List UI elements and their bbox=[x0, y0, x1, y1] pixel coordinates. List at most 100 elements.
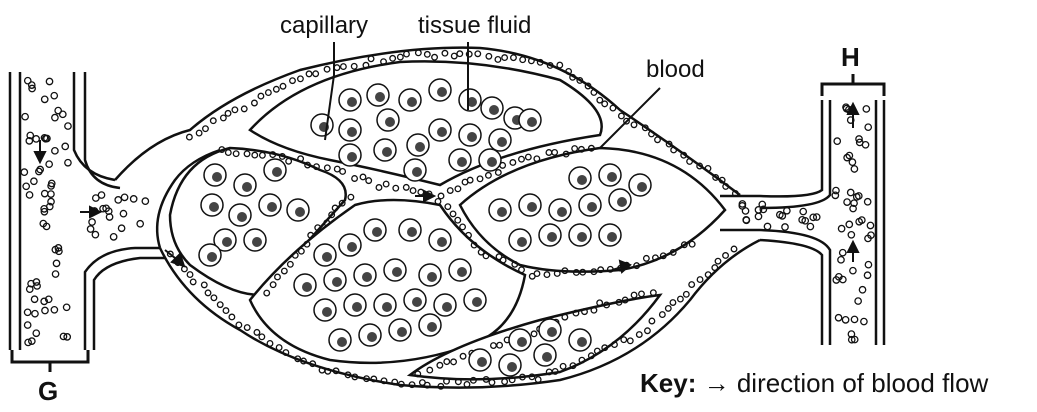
tissue-cell bbox=[329, 329, 351, 351]
blood-cell bbox=[442, 50, 448, 56]
blood-cell bbox=[23, 183, 29, 189]
tissue-cell bbox=[339, 119, 361, 141]
blood-cell bbox=[782, 224, 788, 230]
blood-cell bbox=[313, 71, 319, 77]
blood-cell bbox=[325, 165, 331, 171]
tissue-cell bbox=[429, 79, 451, 101]
blood-cell bbox=[689, 282, 695, 288]
blood-cell bbox=[87, 226, 93, 232]
blood-cell bbox=[190, 279, 196, 285]
tissue-cell bbox=[481, 97, 503, 119]
blood-cell bbox=[266, 90, 272, 96]
tissue-cell bbox=[367, 84, 389, 106]
blood-cell bbox=[26, 192, 32, 198]
blood-cell bbox=[425, 52, 431, 58]
blood-cell bbox=[280, 83, 286, 89]
blood-cell bbox=[110, 234, 116, 240]
blood-cell bbox=[467, 177, 473, 183]
blood-cell bbox=[621, 337, 627, 343]
blood-cell bbox=[723, 253, 729, 259]
blood-cell bbox=[118, 225, 124, 231]
tissue-cell bbox=[364, 219, 386, 241]
blood-cell bbox=[631, 122, 637, 128]
blood-cell bbox=[445, 204, 451, 210]
blood-cell bbox=[137, 221, 143, 227]
blood-cell bbox=[496, 170, 502, 176]
blood-cell bbox=[24, 309, 30, 315]
blood-cell bbox=[712, 265, 718, 271]
blood-cell bbox=[383, 181, 389, 187]
blood-cell bbox=[519, 156, 525, 162]
blood-cell bbox=[48, 191, 54, 197]
tissue-cell bbox=[509, 329, 531, 351]
blood-cell bbox=[865, 124, 871, 130]
tissue-cell bbox=[294, 274, 316, 296]
blood-cell bbox=[418, 189, 424, 195]
tissue-cell bbox=[359, 324, 381, 346]
blood-cell bbox=[52, 114, 58, 120]
blood-cell bbox=[42, 96, 48, 102]
tissue-cell bbox=[434, 294, 456, 316]
blood-cell bbox=[53, 260, 59, 266]
blood-cell bbox=[42, 190, 48, 196]
blood-cell bbox=[477, 176, 483, 182]
blood-cell bbox=[844, 199, 850, 205]
blood-cell bbox=[221, 115, 227, 121]
tissue-cell bbox=[384, 259, 406, 281]
blood-cell bbox=[24, 322, 30, 328]
tissue-cell bbox=[449, 259, 471, 281]
blood-cell bbox=[274, 86, 280, 92]
tissue-cell bbox=[419, 264, 441, 286]
blood-cell bbox=[42, 307, 48, 313]
tissue-cell bbox=[314, 244, 336, 266]
tissue-cell bbox=[419, 314, 441, 336]
blood-cell bbox=[21, 169, 27, 175]
tissue-cell bbox=[399, 219, 421, 241]
blood-cell bbox=[838, 225, 844, 231]
blood-cell bbox=[201, 282, 207, 288]
blood-cell bbox=[552, 150, 558, 156]
tissue-lobes bbox=[170, 61, 725, 379]
blood-cell bbox=[334, 65, 340, 71]
tissue-cell bbox=[389, 319, 411, 341]
tissue-cell bbox=[629, 174, 651, 196]
blood-cell bbox=[52, 271, 58, 277]
blood-cell bbox=[636, 332, 642, 338]
blood-cell bbox=[210, 118, 216, 124]
tissue-cell bbox=[449, 149, 471, 171]
tissue-cell bbox=[311, 114, 333, 136]
blood-cell bbox=[267, 341, 273, 347]
blood-cell bbox=[65, 123, 71, 129]
blood-cell bbox=[33, 330, 39, 336]
tissue-cell bbox=[509, 229, 531, 251]
blood-cell bbox=[416, 50, 422, 56]
blood-cell bbox=[610, 105, 616, 111]
tissue-cell bbox=[377, 109, 399, 131]
blood-cell bbox=[859, 287, 865, 293]
blood-cell bbox=[217, 302, 223, 308]
tissue-cell bbox=[374, 139, 396, 161]
tissue-cell bbox=[429, 229, 451, 251]
blood-cell bbox=[63, 304, 69, 310]
blood-cell bbox=[697, 277, 703, 283]
blood-cell bbox=[475, 51, 481, 57]
tissue-cell bbox=[234, 174, 256, 196]
tissue-cell bbox=[534, 344, 556, 366]
blood-cell bbox=[834, 138, 840, 144]
blood-cell bbox=[848, 189, 854, 195]
blood-cell bbox=[519, 267, 525, 273]
blood-cell bbox=[368, 56, 374, 62]
blood-cell bbox=[619, 113, 625, 119]
leader-blood bbox=[600, 88, 660, 148]
blood-cell bbox=[258, 93, 264, 99]
label-tissue-fluid: tissue fluid bbox=[418, 14, 531, 38]
tissue-cell bbox=[429, 119, 451, 141]
blood-cell bbox=[341, 64, 347, 70]
blood-cell bbox=[486, 53, 492, 59]
blood-cell bbox=[455, 217, 461, 223]
tissue-cell bbox=[569, 224, 591, 246]
blood-cell bbox=[376, 185, 382, 191]
blood-cell bbox=[631, 292, 637, 298]
key-title: Key: bbox=[640, 368, 696, 398]
blood-cell bbox=[502, 379, 508, 385]
